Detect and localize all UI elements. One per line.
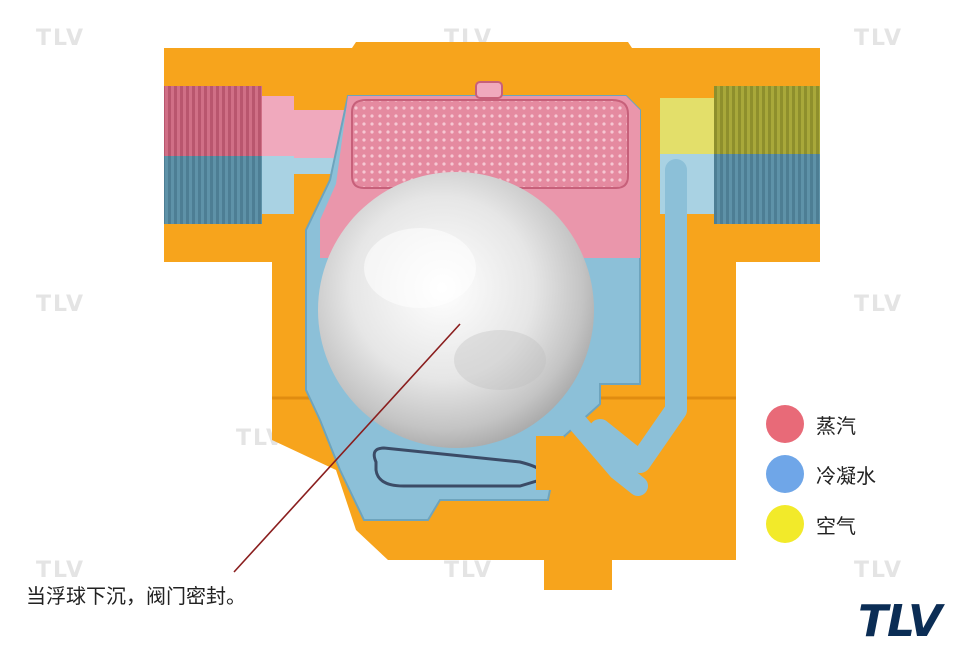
outlet-thread-air	[714, 86, 820, 154]
watermark: TLV	[36, 26, 86, 51]
outlet-thread-condensate	[714, 154, 820, 224]
legend-label: 空气	[816, 513, 856, 538]
legend-item-condensate: 冷凝水	[766, 454, 876, 494]
watermark: TLV	[854, 558, 904, 583]
watermark: TLV	[36, 558, 86, 583]
watermark: TLV	[444, 558, 494, 583]
watermark: TLV	[854, 292, 904, 317]
legend-item-steam: 蒸汽	[766, 404, 856, 444]
brand-logo: TLV	[858, 596, 942, 647]
inlet-thread-condensate	[164, 156, 262, 224]
valve-seat	[536, 436, 564, 490]
float-highlight	[364, 228, 476, 308]
legend-swatch-air	[766, 505, 804, 543]
strainer-screen	[351, 99, 629, 189]
inlet-thread-steam	[164, 86, 262, 156]
legend-item-air: 空气	[766, 504, 856, 544]
legend-swatch-steam	[766, 405, 804, 443]
legend-label: 蒸汽	[816, 413, 856, 438]
screen-top-knob	[475, 81, 503, 99]
watermark: TLV	[36, 292, 86, 317]
legend-label: 冷凝水	[816, 463, 876, 488]
inlet-port-steam	[262, 96, 294, 156]
legend-swatch-condensate	[766, 455, 804, 493]
float-shade	[454, 330, 546, 390]
float-ball	[318, 172, 594, 448]
drain-passage	[560, 404, 648, 496]
caption-text: 当浮球下沉，阀门密封。	[26, 584, 246, 608]
outlet-port-air	[660, 98, 714, 154]
watermark: TLV	[854, 26, 904, 51]
caption-pointer-line	[233, 323, 461, 573]
inlet-port-condensate	[262, 156, 294, 214]
air-vent-tube	[589, 159, 687, 473]
